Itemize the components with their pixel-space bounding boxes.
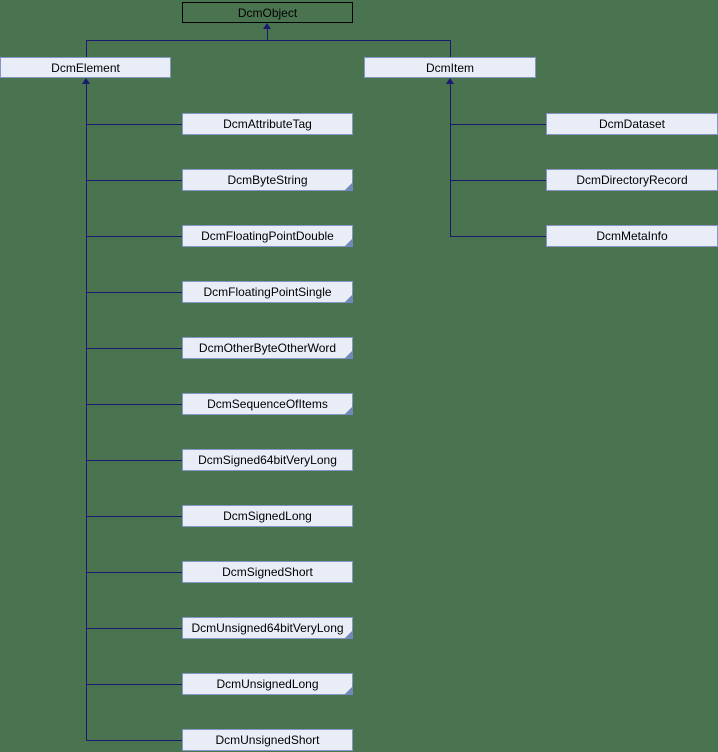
node-dcmmetainfo[interactable]: DcmMetaInfo — [546, 225, 718, 247]
node-dcmunsignedshort[interactable]: DcmUnsignedShort — [182, 729, 353, 751]
node-dcmunsigned64bitverylong[interactable]: DcmUnsigned64bitVeryLong — [182, 617, 353, 639]
truncated-corner-icon — [344, 406, 353, 415]
edge-branch — [86, 124, 182, 125]
truncated-corner-icon — [344, 294, 353, 303]
node-label: DcmOtherByteOtherWord — [198, 341, 337, 355]
node-dcmattributetag[interactable]: DcmAttributeTag — [182, 113, 353, 135]
node-label: DcmMetaInfo — [596, 229, 668, 243]
edge-drop-dcmitem — [450, 40, 451, 57]
node-label: DcmFloatingPointSingle — [203, 285, 332, 299]
edge-dcmelement-trunk — [86, 84, 87, 740]
node-dcmbytestring[interactable]: DcmByteString — [182, 169, 353, 191]
node-dcmobject[interactable]: DcmObject — [182, 2, 353, 23]
node-label: DcmUnsignedShort — [215, 733, 320, 747]
edge-branch — [86, 572, 182, 573]
edge-branch — [86, 740, 182, 741]
edge-branch — [86, 236, 182, 237]
edge-branch — [86, 292, 182, 293]
edge-branch — [450, 236, 546, 237]
edge-branch — [86, 460, 182, 461]
node-label: DcmUnsigned64bitVeryLong — [191, 621, 344, 635]
edge-branch — [86, 516, 182, 517]
truncated-corner-icon — [344, 182, 353, 191]
node-label: DcmSequenceOfItems — [207, 397, 328, 411]
node-dcmunsignedlong[interactable]: DcmUnsignedLong — [182, 673, 353, 695]
edge-drop-dcmelement — [86, 40, 87, 57]
node-dcmsignedshort[interactable]: DcmSignedShort — [182, 561, 353, 583]
edge-branch — [86, 180, 182, 181]
node-label: DcmObject — [237, 5, 298, 20]
node-dcmdataset[interactable]: DcmDataset — [546, 113, 718, 135]
inheritance-arrow-dcmitem — [446, 78, 454, 84]
node-dcmelement[interactable]: DcmElement — [0, 57, 171, 78]
truncated-corner-icon — [344, 630, 353, 639]
inheritance-arrow-dcmobject — [263, 23, 271, 29]
node-label: DcmItem — [426, 60, 474, 75]
edge-branch — [450, 124, 546, 125]
node-label: DcmFloatingPointDouble — [201, 229, 334, 243]
node-dcmfloatingpointdouble[interactable]: DcmFloatingPointDouble — [182, 225, 353, 247]
truncated-corner-icon — [344, 238, 353, 247]
node-dcmitem[interactable]: DcmItem — [364, 57, 536, 78]
node-label: DcmSignedLong — [223, 509, 312, 523]
node-label: DcmByteString — [227, 173, 308, 187]
edge-root-splitter — [86, 40, 450, 41]
node-label: DcmUnsignedLong — [216, 677, 319, 691]
edge-dcmitem-trunk — [450, 84, 451, 236]
node-label: DcmAttributeTag — [223, 117, 312, 131]
node-dcmsequenceofitems[interactable]: DcmSequenceOfItems — [182, 393, 353, 415]
edge-branch — [450, 180, 546, 181]
node-dcmsigned64bitverylong[interactable]: DcmSigned64bitVeryLong — [182, 449, 353, 471]
node-label: DcmSignedShort — [222, 565, 313, 579]
node-dcmsignedlong[interactable]: DcmSignedLong — [182, 505, 353, 527]
node-label: DcmDataset — [598, 117, 666, 131]
edge-branch — [86, 404, 182, 405]
node-label: DcmDirectoryRecord — [576, 173, 688, 187]
inheritance-arrow-dcmelement — [82, 78, 90, 84]
node-dcmfloatingpointsingle[interactable]: DcmFloatingPointSingle — [182, 281, 353, 303]
node-label: DcmElement — [51, 60, 120, 75]
node-dcmotherbyteotherword[interactable]: DcmOtherByteOtherWord — [182, 337, 353, 359]
edge-branch — [86, 348, 182, 349]
truncated-corner-icon — [344, 350, 353, 359]
node-label: DcmSigned64bitVeryLong — [198, 453, 337, 467]
node-dcmdirectoryrecord[interactable]: DcmDirectoryRecord — [546, 169, 718, 191]
truncated-corner-icon — [344, 686, 353, 695]
edge-branch — [86, 628, 182, 629]
edge-branch — [86, 684, 182, 685]
edge-root-stem — [267, 28, 268, 40]
